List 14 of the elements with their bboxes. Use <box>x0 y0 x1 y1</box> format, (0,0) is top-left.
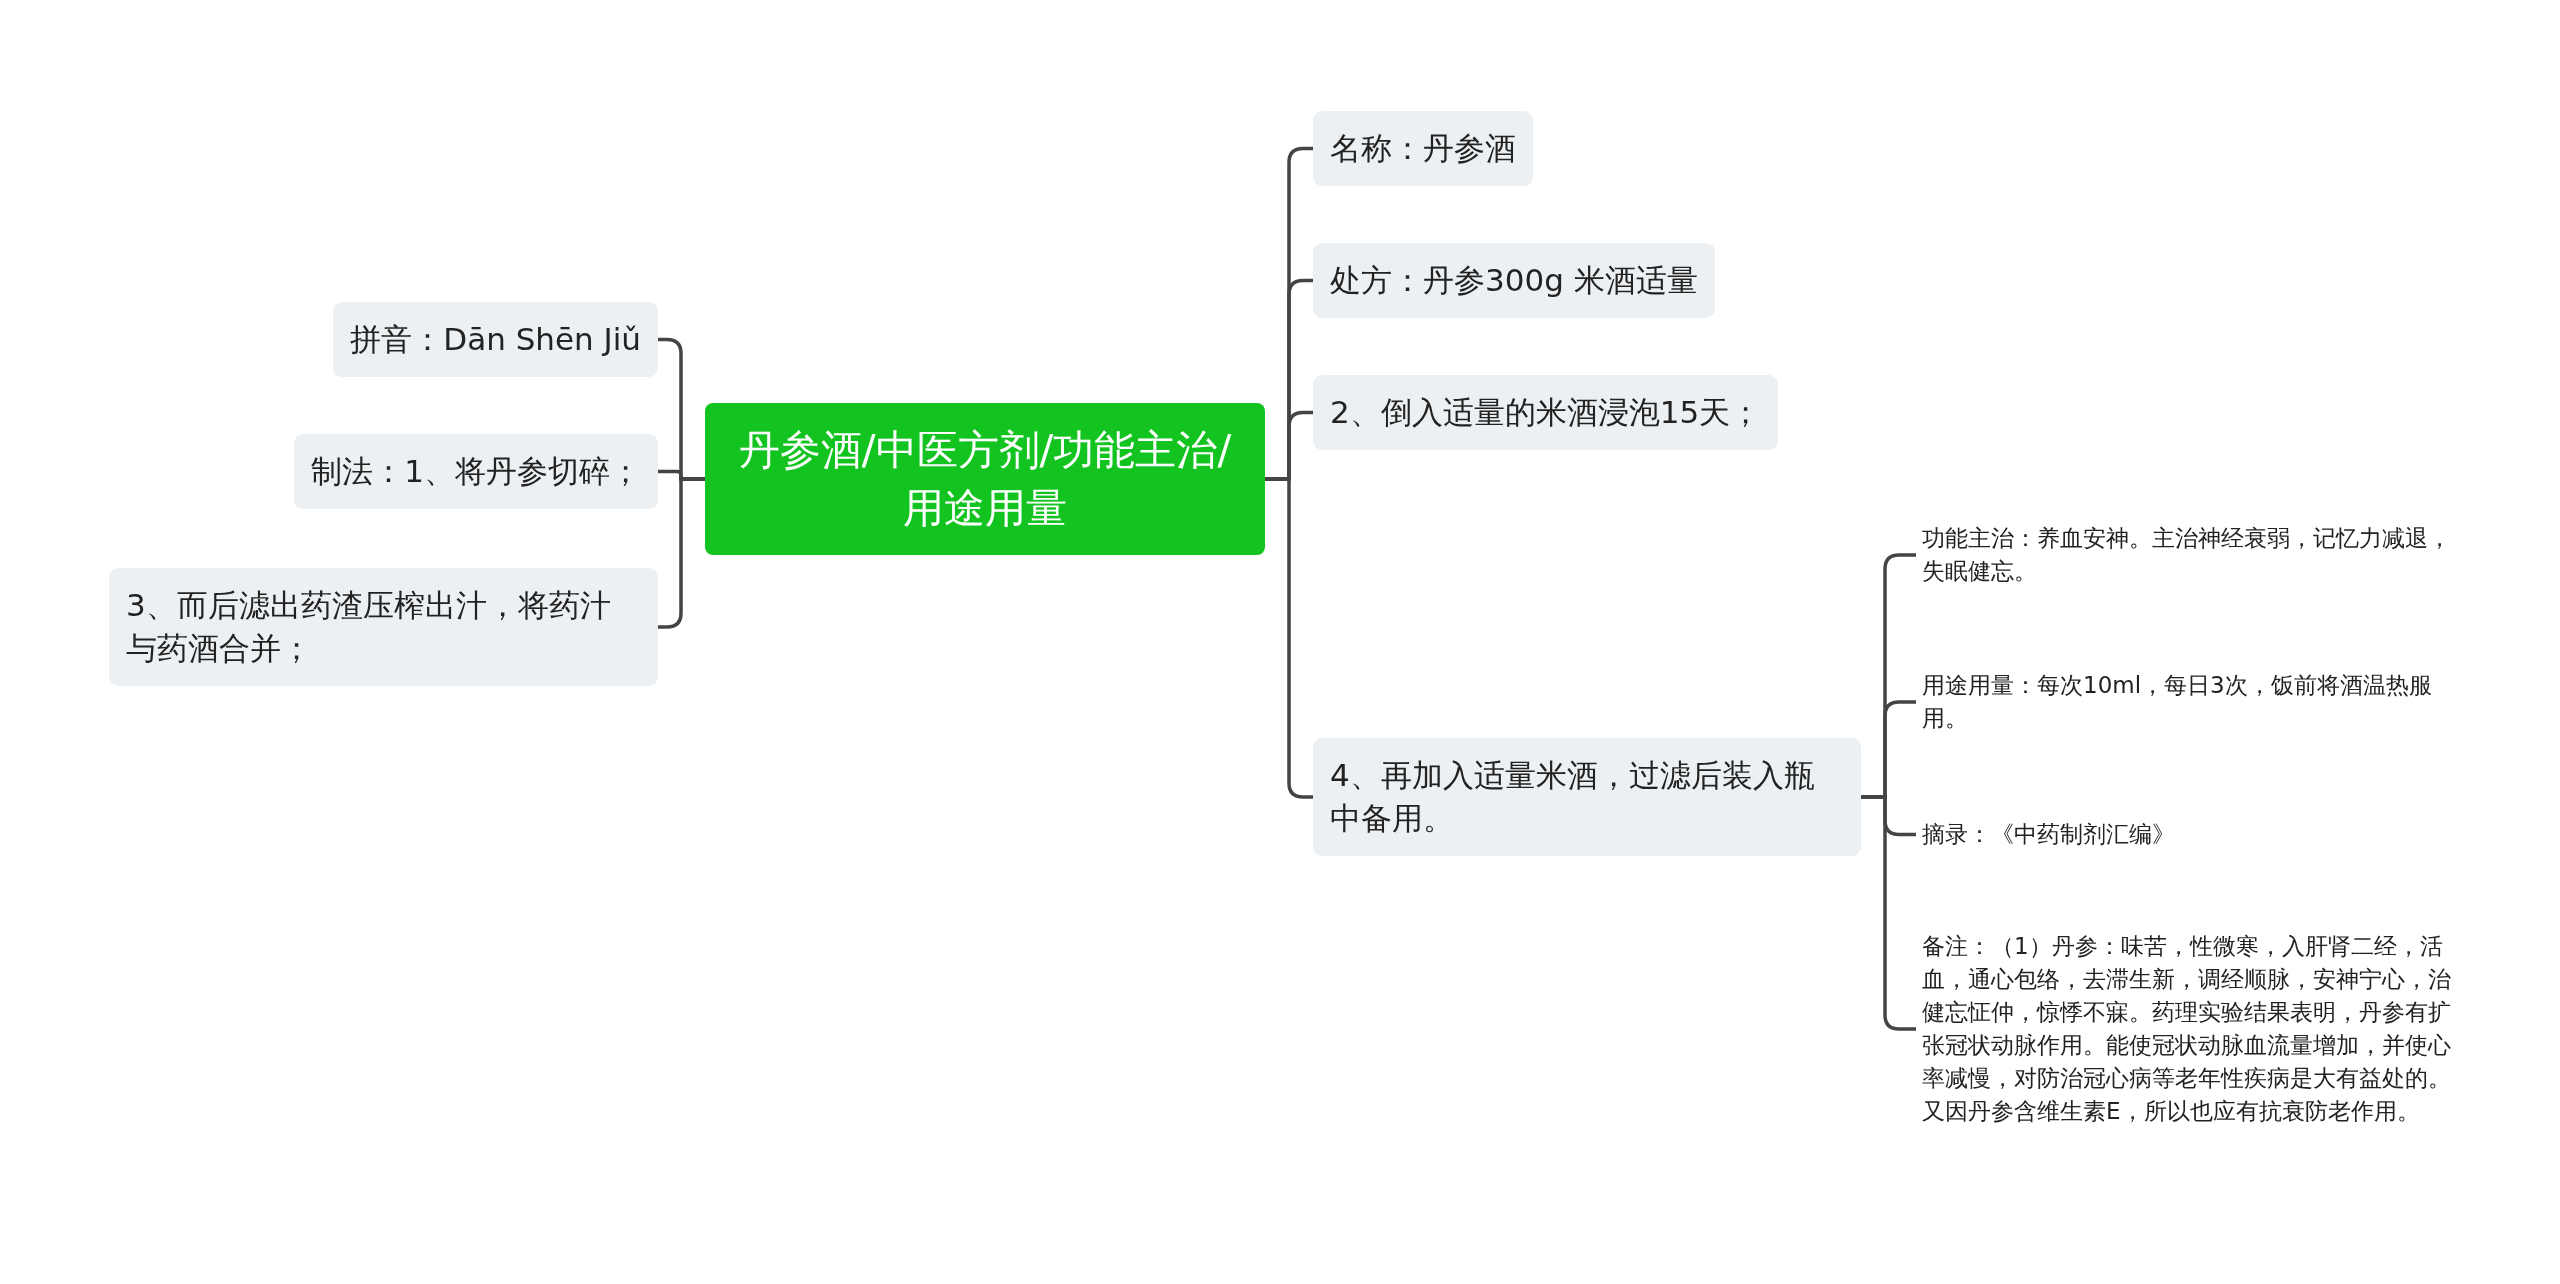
topic-box: 2、倒入适量的米酒浸泡15天； <box>1313 375 1779 450</box>
topic-box: 处方：丹参300g 米酒适量 <box>1313 243 1715 318</box>
central-topic: 丹参酒/中医方剂/功能主治/用途用量 <box>705 403 1265 555</box>
topic-box: 制法：1、将丹参切碎； <box>294 434 658 509</box>
topic-box: 3、而后滤出药渣压榨出汁，将药汁与药酒合并； <box>109 568 658 686</box>
connector-line <box>658 477 705 629</box>
topic-box: 拼音：Dān Shēn Jiǔ <box>333 302 658 377</box>
topic-box: 4、再加入适量米酒，过滤后装入瓶中备用。 <box>1313 738 1861 856</box>
connector-line <box>1265 477 1313 799</box>
note-text: 备注：（1）丹参：味苦，性微寒，入肝肾二经，活血，通心包络，去滞生新，调经顺脉，安神宁心，治健忘怔仲，惊悸不寐。药理实验结果表明，丹参有扩张冠状动脉作用。能使冠状动脉血流量增加，并使心率减慢，对防治冠心病等老年性疾病是大有益处的。又因丹参含维生素E，所以也应有抗衰防老作用。 <box>1922 930 2462 1128</box>
note-text: 用途用量：每次10ml，每日3次，饭前将酒温热服用。 <box>1922 669 2462 735</box>
note-text: 功能主治：养血安神。主治神经衰弱，记忆力减退，失眠健忘。 <box>1922 522 2462 588</box>
note-text: 摘录：《中药制剂汇编》 <box>1922 818 2462 851</box>
topic-box: 名称：丹参酒 <box>1313 111 1533 186</box>
